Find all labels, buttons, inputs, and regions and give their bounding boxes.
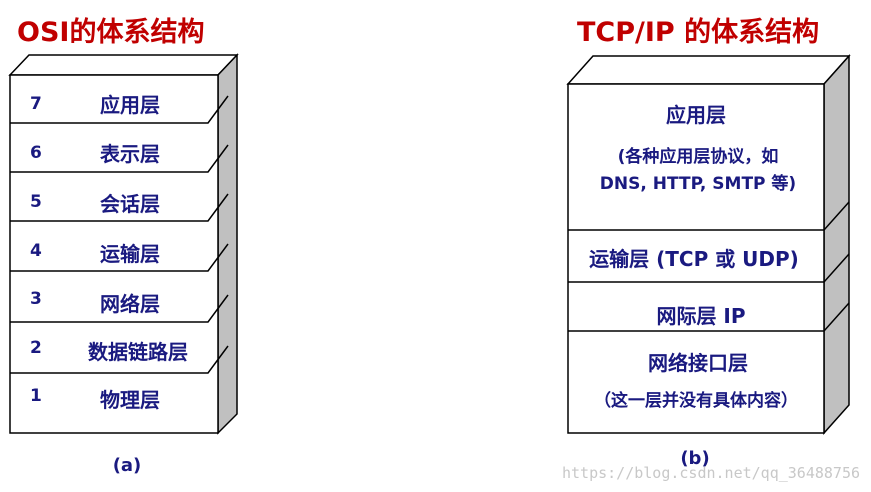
- osi-layer-number: 1: [30, 386, 42, 406]
- tcpip-front-face: [567, 83, 825, 434]
- osi-layer-name: 数据链路层: [88, 340, 188, 364]
- osi-layer-number: 3: [30, 289, 42, 309]
- osi-divider: [10, 243, 229, 272]
- osi-layer-number: 4: [30, 241, 42, 261]
- tcpip-layer-detail: （这一层并没有具体内容）: [594, 390, 798, 411]
- tcpip-network-interface-layer: 网络接口层 （这一层并没有具体内容）: [594, 351, 798, 411]
- osi-layer-name: 应用层: [100, 93, 160, 117]
- osi-layer-2: 2 数据链路层: [30, 338, 188, 364]
- osi-layer-name: 会话层: [100, 192, 160, 216]
- osi-title: OSI的体系结构: [17, 16, 204, 48]
- osi-divider: [10, 193, 229, 222]
- tcpip-title: TCP/IP 的体系结构: [577, 16, 819, 48]
- tcpip-stack: 应用层 (各种应用层协议，如 DNS, HTTP, SMTP 等) 运输层 (T…: [566, 54, 851, 435]
- osi-layer-7: 7 应用层: [30, 93, 160, 117]
- tcpip-divider: [568, 253, 850, 283]
- osi-layer-number: 2: [30, 338, 42, 358]
- osi-layer-5: 5 会话层: [30, 192, 160, 216]
- tcpip-layer-name: 网际层 IP: [656, 304, 745, 328]
- watermark: https://blog.csdn.net/qq_36488756: [562, 464, 860, 482]
- osi-divider: [10, 95, 229, 124]
- osi-top-face: [8, 54, 239, 76]
- osi-layer-number: 6: [30, 143, 42, 163]
- osi-layer-name: 网络层: [100, 292, 160, 316]
- osi-layer-number: 5: [30, 192, 42, 212]
- tcpip-transport-layer: 运输层 (TCP 或 UDP): [589, 247, 799, 271]
- tcpip-divider: [568, 302, 850, 332]
- tcpip-layer-name: 运输层 (TCP 或 UDP): [589, 247, 799, 271]
- osi-layer-1: 1 物理层: [30, 386, 160, 412]
- tcpip-divider: [568, 201, 850, 231]
- osi-layer-name: 表示层: [100, 142, 160, 166]
- tcpip-caption: (b): [680, 448, 709, 469]
- osi-layer-name: 物理层: [100, 388, 160, 412]
- tcpip-side-face: [823, 54, 850, 435]
- tcpip-layer-detail: DNS, HTTP, SMTP 等): [600, 173, 796, 194]
- osi-layer-4: 4 运输层: [30, 241, 160, 266]
- tcpip-internet-layer: 网际层 IP: [656, 304, 745, 328]
- osi-divider: [10, 345, 229, 374]
- tcpip-top-face: [566, 55, 851, 85]
- tcpip-layer-detail: (各种应用层协议，如: [618, 146, 779, 167]
- osi-layer-name: 运输层: [100, 242, 160, 266]
- osi-layer-3: 3 网络层: [30, 289, 160, 316]
- tcpip-layer-name: 应用层: [666, 103, 726, 127]
- osi-layer-6: 6 表示层: [30, 142, 160, 166]
- osi-layer-number: 7: [30, 94, 42, 114]
- osi-divider: [10, 294, 229, 323]
- tcpip-application-layer: 应用层 (各种应用层协议，如 DNS, HTTP, SMTP 等): [600, 103, 796, 194]
- osi-stack: 7 应用层 6 表示层 5 会话层 4 运输层 3 网络层 2 数据链路层 1 …: [8, 53, 239, 435]
- osi-divider: [10, 144, 229, 173]
- osi-caption: (a): [113, 455, 142, 476]
- tcpip-layer-name: 网络接口层: [648, 351, 748, 375]
